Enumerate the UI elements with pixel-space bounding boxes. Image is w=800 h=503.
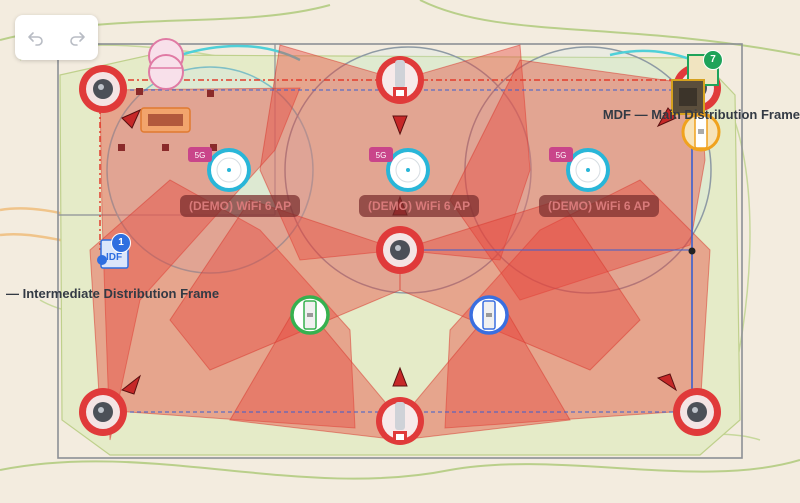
arrow-icon <box>392 366 408 387</box>
network-switch-blue[interactable] <box>469 295 509 335</box>
dome-camera[interactable] <box>376 226 424 274</box>
idf-count-badge[interactable]: 1 <box>111 233 131 253</box>
undo-icon <box>27 31 43 46</box>
mdf-count-badge[interactable]: 7 <box>703 50 723 70</box>
band-badge: 5G <box>195 151 206 160</box>
dome-camera[interactable] <box>673 388 721 436</box>
idf-label: — Intermediate Distribution Frame <box>6 286 220 301</box>
building-outline <box>57 43 743 459</box>
camera-coverage-field <box>399 199 641 371</box>
patch-panel-device[interactable] <box>140 107 191 133</box>
arrow-icon <box>656 373 678 392</box>
ap-label[interactable]: (DEMO) WiFi 6 AP <box>359 195 480 217</box>
idf-tag: IDF <box>106 252 123 263</box>
wifi-access-point[interactable]: 5G <box>188 147 251 192</box>
network-switch-green[interactable] <box>290 295 330 335</box>
undo-button[interactable] <box>22 24 50 52</box>
outlet-markers <box>118 88 217 151</box>
arrow-icon <box>392 115 408 136</box>
wifi-access-point[interactable]: 5G <box>549 147 610 192</box>
mdf-label: MDF — Main Distribution Frame <box>602 107 800 122</box>
redo-button[interactable] <box>63 24 91 52</box>
cable-junction[interactable] <box>688 247 696 255</box>
dome-camera[interactable] <box>79 388 127 436</box>
dome-camera[interactable] <box>79 65 127 113</box>
ap-coverage-arc <box>179 44 301 62</box>
ap-label[interactable]: (DEMO) WiFi 6 AP <box>180 195 301 217</box>
wireless-bridge-device[interactable] <box>148 38 184 90</box>
bullet-camera[interactable] <box>376 397 424 445</box>
bullet-camera[interactable] <box>376 56 424 104</box>
arrow-icon <box>120 374 141 395</box>
redo-icon <box>70 31 86 46</box>
arrow-icon <box>121 109 141 129</box>
wifi-access-point[interactable]: 5G <box>369 147 430 192</box>
camera-coverage-field <box>89 179 356 429</box>
history-toolbar <box>15 15 98 60</box>
camera-coverage-field <box>444 179 711 429</box>
ap-label[interactable]: (DEMO) WiFi 6 AP <box>539 195 660 217</box>
mdf-rack[interactable] <box>671 54 719 115</box>
ups-device[interactable] <box>681 112 721 152</box>
band-badge: 5G <box>376 151 387 160</box>
band-badge: 5G <box>556 151 567 160</box>
